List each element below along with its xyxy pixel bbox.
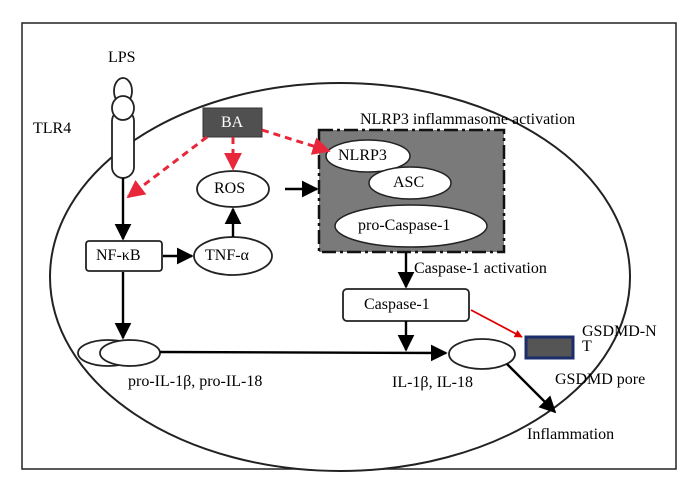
inflammasome-title: NLRP3 inflammasome activation [360, 111, 576, 128]
ba-label: BA [221, 114, 244, 131]
nfkb-box [85, 240, 163, 272]
ros-node [196, 170, 270, 208]
caspase-activation-label: Caspase-1 activation [414, 260, 547, 277]
pro-caspase-label: pro-Caspase-1 [358, 217, 451, 234]
pro-il-ellipse-2 [99, 339, 161, 367]
pro-caspase-node [334, 204, 488, 248]
gsdmd-pore-label: GSDMD pore [555, 371, 646, 388]
il-ellipse [448, 338, 516, 370]
ba-arrow-to-nfkb [126, 135, 208, 199]
asc-node [368, 166, 452, 200]
caspase1-label: Caspase-1 [364, 296, 430, 313]
nlrp3-label: NLRP3 [338, 147, 387, 164]
gsdmd-nt-block [524, 335, 575, 360]
arrow-il-to-inflammation [506, 363, 557, 414]
arrow-pro-il-to-il [159, 344, 448, 362]
ros-label: ROS [214, 180, 246, 197]
gsdmd-nt-label: GSDMD-NT [582, 323, 657, 355]
pro-il-label: pro-IL-1β, pro-IL-18 [128, 373, 263, 390]
arrow-caspase-to-gsdmd [470, 309, 523, 338]
lps-label: LPS [108, 49, 136, 66]
il-label: IL-1β, IL-18 [392, 374, 473, 391]
inflammation-label: Inflammation [527, 426, 615, 443]
nlrp3-node [325, 139, 411, 173]
nfkb-label: NF-κB [96, 247, 141, 264]
tlr4-label: TLR4 [33, 120, 72, 137]
asc-label: ASC [393, 174, 425, 191]
tlr4-receptor [111, 77, 135, 179]
tnf-label: TNF-α [205, 247, 249, 264]
